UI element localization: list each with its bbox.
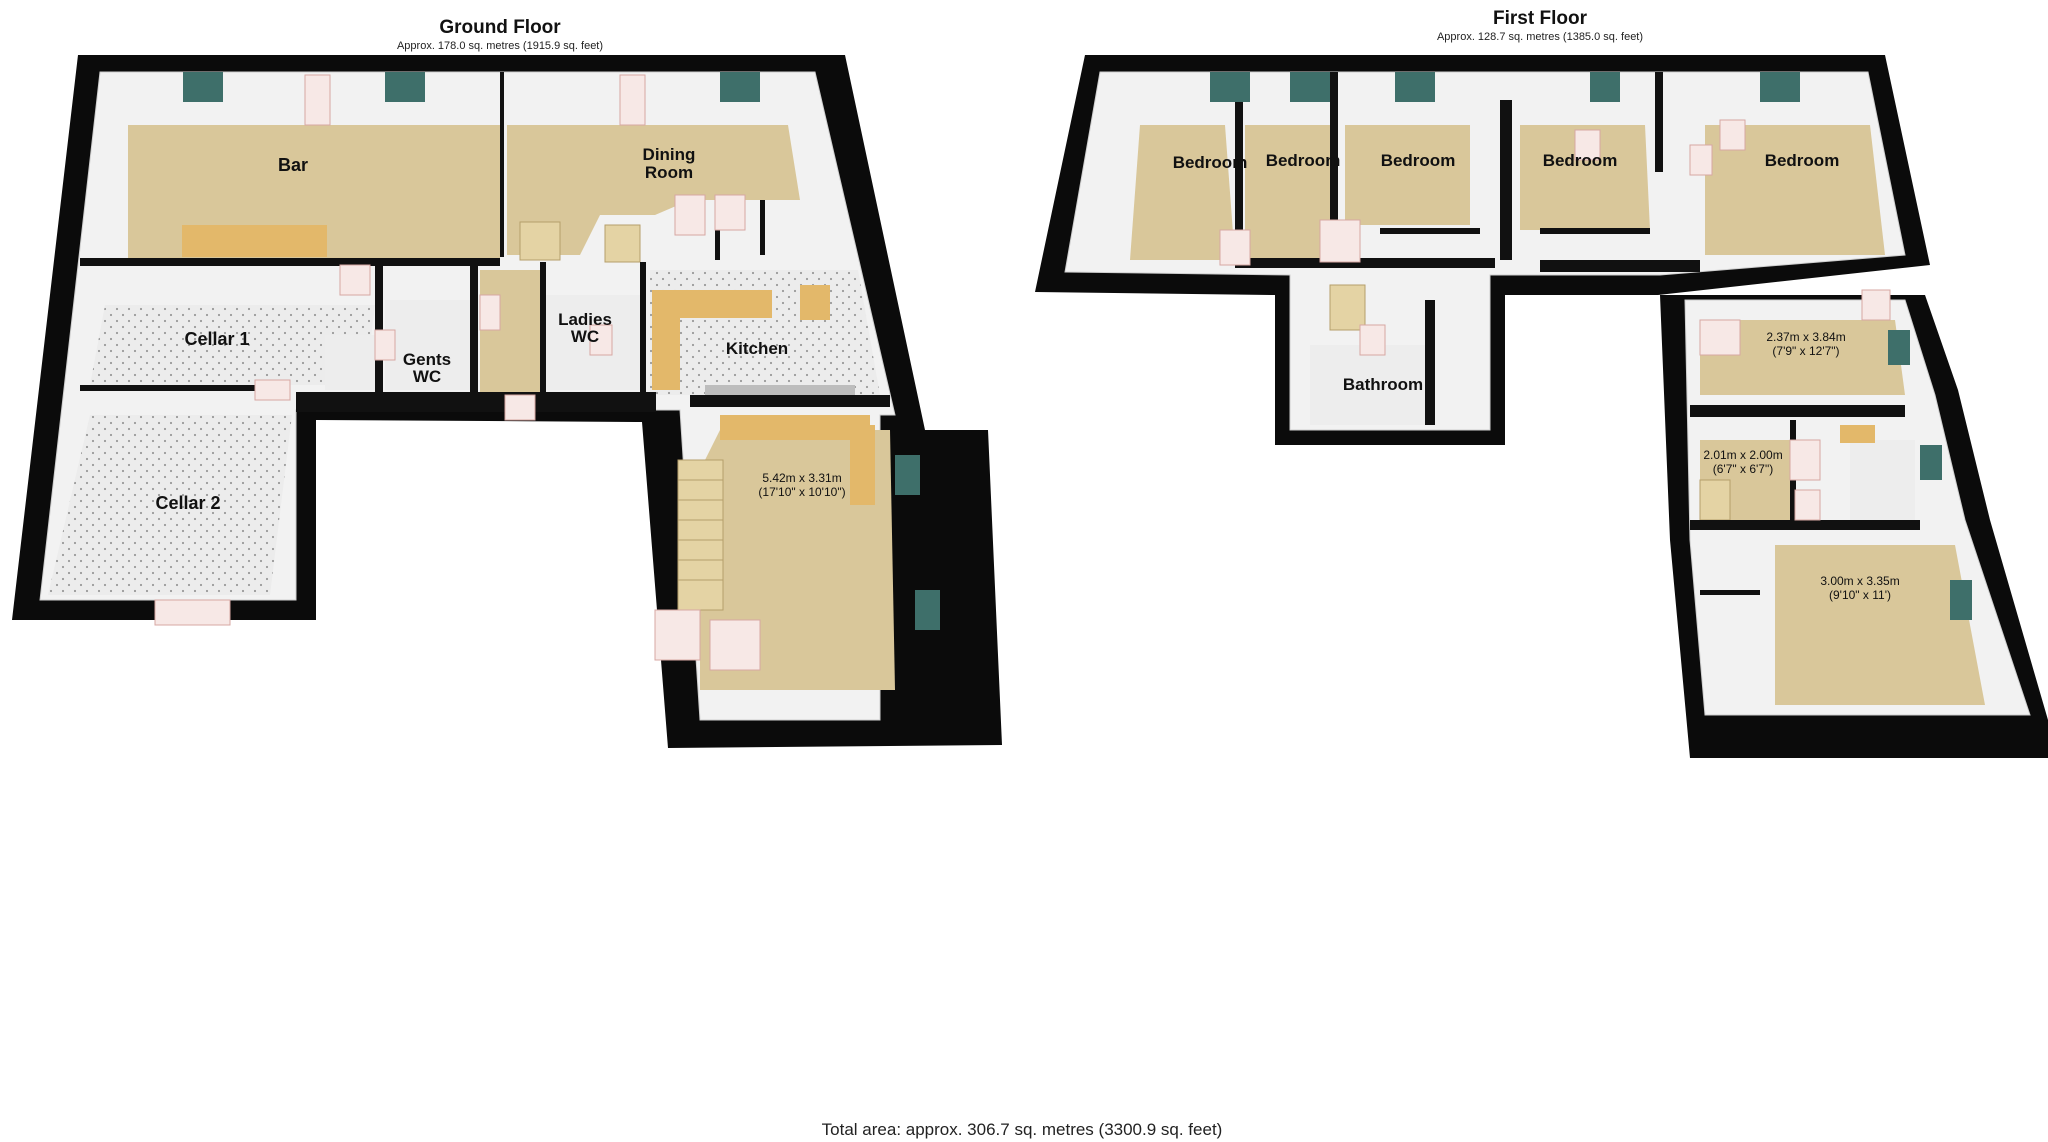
bedroom-5-floor — [1705, 125, 1885, 255]
bedroom-3-floor — [1345, 125, 1470, 225]
kitchen-worktop-right — [800, 285, 830, 320]
bathroom-label: Bathroom — [1343, 375, 1423, 394]
ground-floor-stairs-upper — [519, 221, 641, 263]
bathroom-floor — [1310, 345, 1430, 425]
kitchen-floor — [650, 270, 880, 395]
ensuite-vanity — [1840, 425, 1875, 443]
ground-floor-stairs — [677, 459, 724, 611]
room-3-00x3-35-floor — [1775, 545, 1985, 705]
ground-floor-doors — [154, 74, 761, 671]
gents-wc-label-line2: WC — [413, 367, 441, 386]
first-floor-plan: First Floor Approx. 128.7 sq. metres (13… — [1035, 8, 2048, 758]
bar-counter — [182, 225, 327, 257]
room-b-dimension-metric: 2.01m x 2.00m — [1703, 448, 1782, 462]
cellar-1-floor — [90, 305, 375, 385]
bedroom-4-label: Bedroom — [1543, 151, 1618, 170]
bedroom-4-floor — [1520, 125, 1650, 230]
ladies-wc-label-line2: WC — [571, 327, 599, 346]
kitchen-worktop-top — [652, 290, 772, 318]
ground-floor-title: Ground Floor — [439, 17, 561, 38]
room-a-dimension-imperial: (7'9" x 12'7") — [1772, 344, 1839, 358]
ground-floor-plan: Ground Floor Approx. 178.0 sq. metres (1… — [12, 17, 1002, 748]
bedroom-2-label: Bedroom — [1266, 151, 1341, 170]
lower-room-dimension-imperial: (17'10" x 10'10") — [758, 485, 845, 499]
room-a-dimension-metric: 2.37m x 3.84m — [1766, 330, 1845, 344]
gents-wc-floor — [385, 300, 473, 390]
ground-floor-partitions — [80, 72, 890, 412]
kitchen-label: Kitchen — [726, 339, 788, 358]
bar-label: Bar — [278, 155, 308, 175]
total-area: Total area: approx. 306.7 sq. metres (33… — [822, 1120, 1223, 1139]
bedroom-5-label: Bedroom — [1765, 151, 1840, 170]
dining-room-label-line1: Dining — [643, 145, 696, 164]
bedroom-3-label: Bedroom — [1381, 151, 1456, 170]
lower-room-worktop — [720, 415, 870, 440]
cellar-2-floor — [48, 415, 292, 595]
ground-floor-windows — [183, 72, 940, 630]
bedroom-1-floor — [1130, 125, 1235, 260]
ground-floor-area: Approx. 178.0 sq. metres (1915.9 sq. fee… — [397, 40, 603, 52]
kitchen-units — [705, 385, 855, 395]
ensuite-floor — [1850, 440, 1915, 520]
lower-room-worktop-side — [850, 425, 875, 505]
first-floor-stairs — [1329, 284, 1731, 521]
bar-floor — [128, 125, 500, 258]
dining-room-label-line2: Room — [645, 163, 693, 182]
corridor-floor — [480, 270, 540, 395]
room-c-dimension-metric: 3.00m x 3.35m — [1820, 574, 1899, 588]
room-c-dimension-imperial: (9'10" x 11') — [1829, 588, 1891, 602]
first-floor-area: Approx. 128.7 sq. metres (1385.0 sq. fee… — [1437, 31, 1643, 43]
first-floor-doors — [1219, 119, 1891, 521]
first-floor-title: First Floor — [1493, 8, 1588, 29]
lower-room-dimension-metric: 5.42m x 3.31m — [762, 471, 841, 485]
first-floor-windows — [1210, 72, 1972, 620]
cellar-2-label: Cellar 2 — [155, 493, 220, 513]
bedroom-1-label: Bedroom — [1173, 153, 1248, 172]
cellar-1-label: Cellar 1 — [184, 329, 249, 349]
dining-room-floor — [507, 125, 800, 255]
first-floor-partitions — [1235, 72, 1920, 595]
gents-wc-cubicle — [325, 335, 380, 390]
bedroom-2-floor — [1245, 125, 1330, 260]
gents-wc-label-line1: Gents — [403, 350, 451, 369]
room-b-dimension-imperial: (6'7" x 6'7") — [1713, 462, 1773, 476]
room-2-37x3-84-floor — [1700, 320, 1905, 395]
ladies-wc-label-line1: Ladies — [558, 310, 612, 329]
